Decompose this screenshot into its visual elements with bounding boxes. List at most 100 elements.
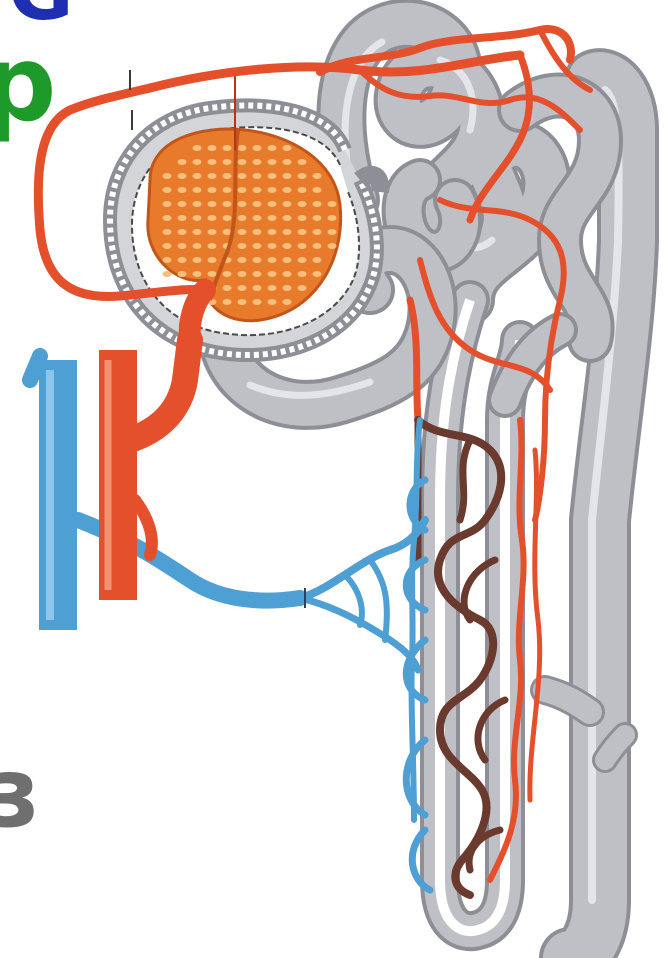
glomerulus-mesh-opening: [253, 201, 262, 207]
glomerulus-mesh-opening: [268, 257, 277, 263]
glomerulus-mesh-opening: [268, 229, 277, 235]
glomerulus-mesh-opening: [238, 243, 247, 249]
glomerulus-mesh-opening: [238, 159, 247, 165]
glomerulus-mesh-opening: [223, 215, 232, 221]
glomerulus-mesh-opening: [313, 187, 322, 193]
glomerulus-mesh-opening: [208, 187, 217, 193]
glomerulus-mesh-opening: [223, 271, 232, 277]
glomerulus-mesh-opening: [283, 299, 292, 305]
glomerulus-mesh-opening: [178, 187, 187, 193]
glomerulus-mesh-opening: [178, 271, 187, 277]
glomerulus-mesh-opening: [178, 229, 187, 235]
glomerulus-mesh-opening: [238, 257, 247, 263]
glomerulus-mesh-opening: [298, 257, 307, 263]
glomerulus-mesh-opening: [193, 187, 202, 193]
glomerulus-mesh-opening: [238, 285, 247, 291]
glomerulus-mesh-opening: [313, 257, 322, 263]
glomerulus-mesh-opening: [193, 271, 202, 277]
glomerulus-mesh-opening: [208, 229, 217, 235]
glomerulus-mesh-opening: [268, 159, 277, 165]
glomerulus-mesh-opening: [223, 201, 232, 207]
glomerulus-mesh-opening: [238, 299, 247, 305]
glomerulus-mesh-opening: [328, 229, 337, 235]
glomerulus-mesh-opening: [268, 187, 277, 193]
glomerulus-mesh-opening: [193, 215, 202, 221]
glomerulus-mesh-opening: [283, 159, 292, 165]
vasa-recta-venous: [300, 420, 430, 890]
glomerulus-mesh-opening: [298, 201, 307, 207]
glomerulus-mesh-opening: [283, 243, 292, 249]
glomerulus-mesh-opening: [283, 215, 292, 221]
glomerulus-mesh-opening: [223, 159, 232, 165]
glomerulus-mesh-opening: [298, 229, 307, 235]
glomerulus-mesh-opening: [313, 173, 322, 179]
glomerulus-mesh-opening: [238, 229, 247, 235]
glomerulus-mesh-opening: [283, 187, 292, 193]
glomerulus-mesh-opening: [208, 215, 217, 221]
glomerulus-mesh-opening: [223, 173, 232, 179]
glomerulus-mesh-opening: [298, 215, 307, 221]
glomerulus-mesh-opening: [298, 173, 307, 179]
glomerulus-mesh-opening: [268, 285, 277, 291]
glomerulus-mesh-opening: [268, 243, 277, 249]
glomerulus-mesh-opening: [163, 271, 172, 277]
glomerulus-mesh-opening: [193, 173, 202, 179]
glomerulus-mesh-opening: [178, 159, 187, 165]
glomerulus-mesh-opening: [163, 215, 172, 221]
glomerulus-mesh-opening: [268, 173, 277, 179]
glomerulus-mesh-opening: [178, 173, 187, 179]
glomerulus-mesh-opening: [268, 271, 277, 277]
glomerulus-mesh-opening: [163, 173, 172, 179]
glomerulus-mesh-opening: [328, 243, 337, 249]
glomerulus-mesh-opening: [193, 229, 202, 235]
glomerulus-mesh-opening: [238, 145, 247, 151]
glomerulus-mesh-opening: [223, 285, 232, 291]
glomerulus-mesh-opening: [238, 271, 247, 277]
glomerulus-mesh-opening: [253, 229, 262, 235]
glomerulus-mesh-opening: [253, 257, 262, 263]
glomerulus-mesh-opening: [208, 271, 217, 277]
glomerulus-mesh-opening: [268, 299, 277, 305]
glomerulus-mesh-opening: [178, 257, 187, 263]
glomerulus-mesh-opening: [253, 215, 262, 221]
glomerulus-mesh-opening: [208, 159, 217, 165]
glomerulus-mesh-opening: [253, 243, 262, 249]
glomerulus-mesh-opening: [313, 229, 322, 235]
glomerulus-mesh-opening: [208, 145, 217, 151]
glomerulus-mesh-opening: [253, 285, 262, 291]
glomerulus-mesh-opening: [253, 187, 262, 193]
glomerulus-mesh-opening: [193, 257, 202, 263]
glomerulus-mesh-opening: [238, 201, 247, 207]
glomerulus-mesh-opening: [328, 201, 337, 207]
glomerulus-mesh-opening: [223, 299, 232, 305]
glomerulus-mesh-opening: [208, 201, 217, 207]
glomerulus-mesh-opening: [253, 299, 262, 305]
glomerulus-mesh-opening: [238, 187, 247, 193]
glomerulus-mesh-opening: [298, 159, 307, 165]
glomerulus-mesh-opening: [283, 229, 292, 235]
glomerulus-mesh-opening: [238, 215, 247, 221]
glomerulus-mesh-opening: [238, 173, 247, 179]
glomerulus-mesh-opening: [223, 145, 232, 151]
glomerulus-mesh-opening: [313, 271, 322, 277]
glomerulus-mesh-opening: [313, 243, 322, 249]
glomerulus-mesh-opening: [208, 243, 217, 249]
glomerulus-mesh-opening: [328, 215, 337, 221]
glomerulus-mesh-opening: [283, 201, 292, 207]
glomerulus-mesh-opening: [298, 285, 307, 291]
glomerulus-mesh-opening: [223, 187, 232, 193]
glomerulus-mesh-opening: [313, 215, 322, 221]
glomerulus-mesh-opening: [268, 201, 277, 207]
glomerulus-mesh-opening: [268, 145, 277, 151]
glomerulus-mesh-opening: [283, 257, 292, 263]
glomerulus-mesh-opening: [298, 271, 307, 277]
glomerulus-mesh-opening: [163, 201, 172, 207]
glomerulus-mesh-opening: [313, 201, 322, 207]
glomerulus-mesh-opening: [193, 243, 202, 249]
glomerulus-mesh-opening: [193, 145, 202, 151]
glomerulus-mesh-opening: [283, 285, 292, 291]
glomerulus-mesh-opening: [163, 187, 172, 193]
glomerulus-mesh-opening: [253, 159, 262, 165]
